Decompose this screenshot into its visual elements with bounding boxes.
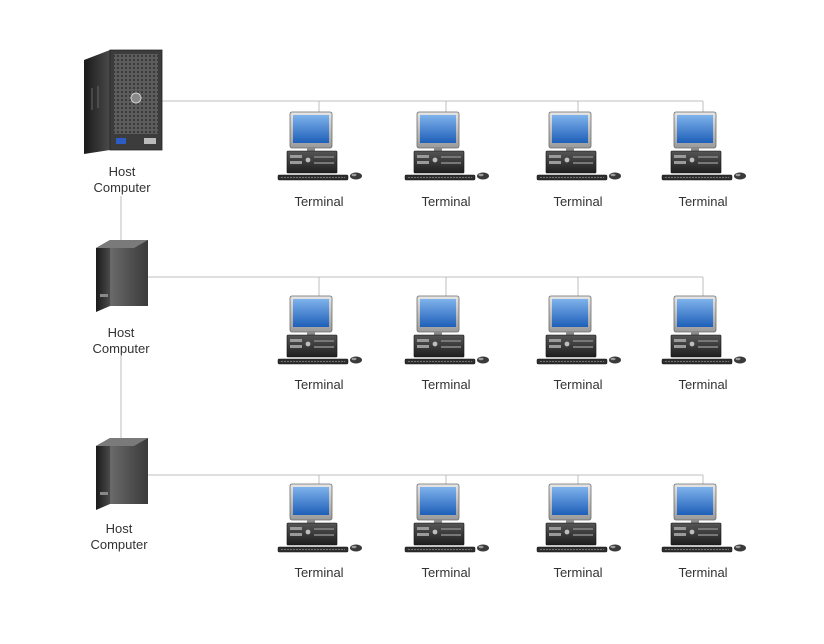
host-label-line2: Computer [92, 341, 150, 356]
terminal: Terminal [277, 295, 363, 392]
terminal-computer-icon [661, 295, 747, 365]
terminal-label: Terminal [294, 194, 343, 209]
terminal-computer-icon [536, 111, 622, 181]
terminal-label: Terminal [678, 565, 727, 580]
terminal: Terminal [661, 483, 747, 580]
terminal-computer-icon [536, 295, 622, 365]
terminal-label: Terminal [553, 377, 602, 392]
host-computer-2: Host Computer [92, 240, 150, 356]
terminal-label: Terminal [421, 194, 470, 209]
tower-server-icon [84, 49, 163, 154]
host-label-line2: Computer [93, 180, 151, 195]
terminal-computer-icon [536, 483, 622, 553]
terminal: Terminal [536, 295, 622, 392]
terminal-label: Terminal [553, 565, 602, 580]
terminal-label: Terminal [553, 194, 602, 209]
terminal: Terminal [536, 483, 622, 580]
terminal-label: Terminal [421, 565, 470, 580]
terminal: Terminal [536, 111, 622, 209]
terminal-label: Terminal [294, 377, 343, 392]
host-label-line1: Host [109, 164, 136, 179]
host-label-line1: Host [106, 521, 133, 536]
host-computer-1: Host Computer [84, 49, 163, 195]
terminal-computer-icon [661, 483, 747, 553]
mini-server-icon [96, 438, 148, 510]
terminal-label: Terminal [678, 194, 727, 209]
terminal-computer-icon [277, 111, 363, 181]
terminal: Terminal [404, 295, 490, 392]
terminal-computer-icon [404, 483, 490, 553]
terminal-computer-icon [277, 483, 363, 553]
host-label-line2: Computer [90, 537, 148, 552]
terminal: Terminal [404, 483, 490, 580]
terminal-computer-icon [404, 111, 490, 181]
terminal-computer-icon [404, 295, 490, 365]
host-computer-3: Host Computer [90, 438, 148, 552]
terminal-label: Terminal [678, 377, 727, 392]
terminal-label: Terminal [294, 565, 343, 580]
terminal-computer-icon [277, 295, 363, 365]
terminal: Terminal [661, 295, 747, 392]
connection-lines [120, 100, 704, 486]
terminal: Terminal [277, 111, 363, 209]
mini-server-icon [96, 240, 148, 312]
terminal-label: Terminal [421, 377, 470, 392]
terminal: Terminal [661, 111, 747, 209]
terminal: Terminal [277, 483, 363, 580]
terminal: Terminal [404, 111, 490, 209]
terminal-computer-icon [661, 111, 747, 181]
host-label-line1: Host [108, 325, 135, 340]
